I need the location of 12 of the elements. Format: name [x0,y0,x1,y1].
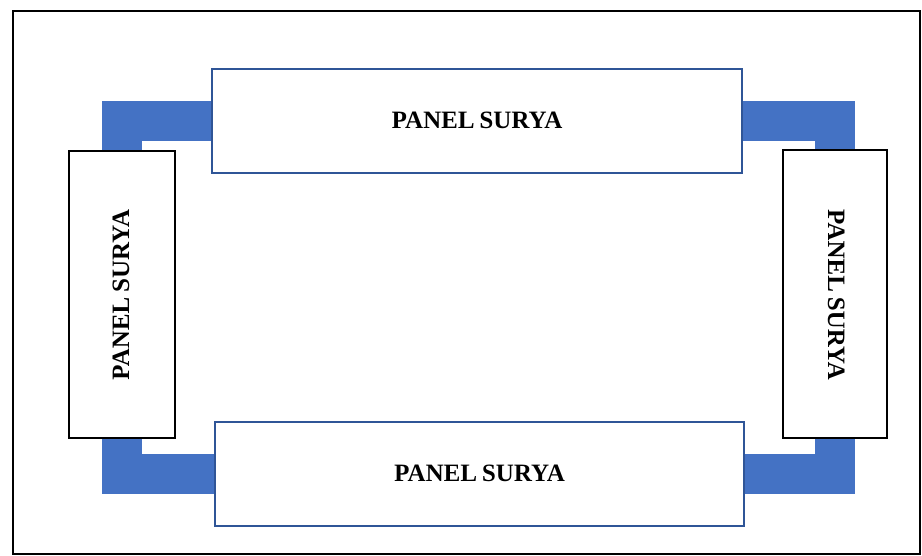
panel-label: PANEL SURYA [392,107,562,135]
panel-box [68,150,176,439]
panel-box [214,421,745,527]
connector-bar [102,101,211,150]
panel-box [211,68,743,174]
panel-label: PANEL SURYA [394,460,565,488]
panel-label: PANEL SURYA [821,208,849,380]
connector-bar [745,439,855,494]
connector-bar [743,101,855,149]
panel-label: PANEL SURYA [108,209,136,380]
panel-box [782,149,888,439]
connector-bar [102,439,214,494]
